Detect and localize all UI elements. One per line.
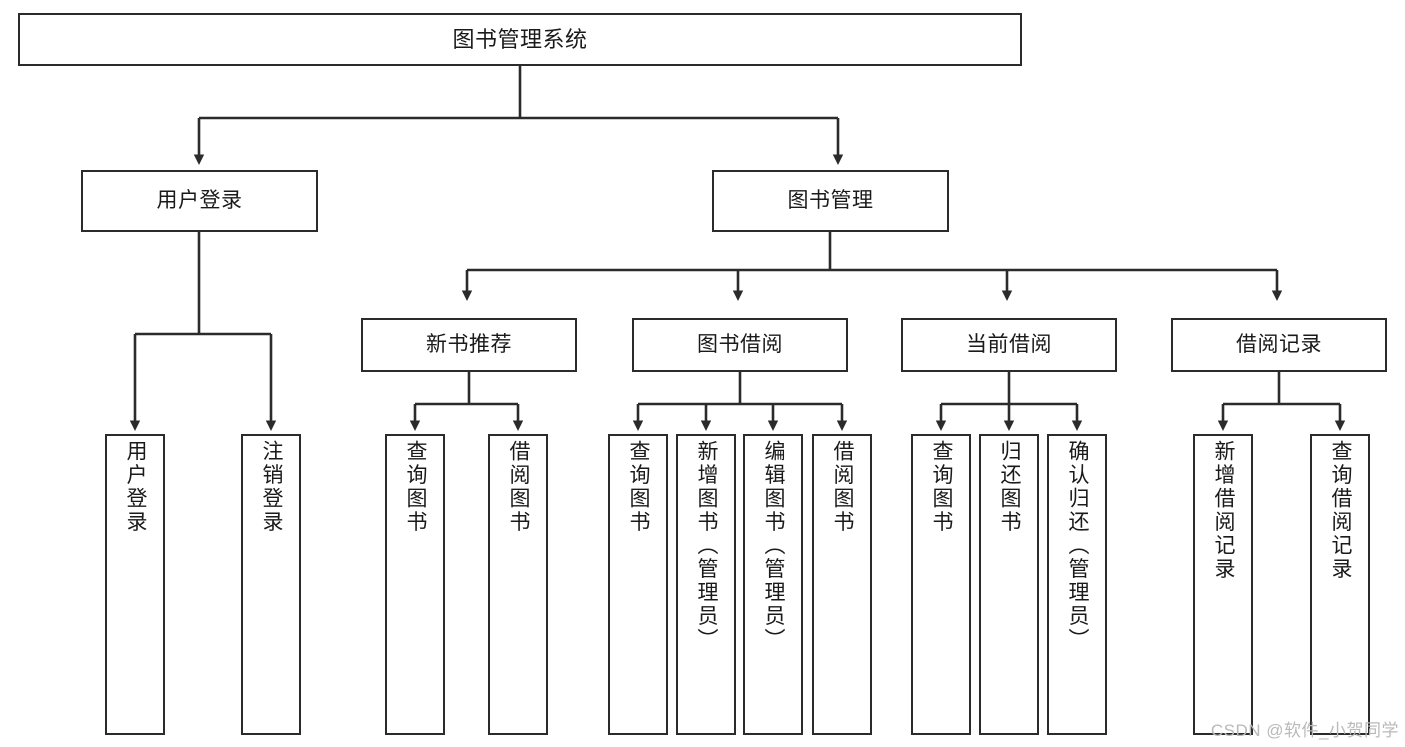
watermark-text: CSDN @软件_小贺同学 [1210,721,1399,740]
node-label: 查询图书 [930,440,954,534]
leaf-query-books-current[interactable]: 查询图书 [911,434,971,735]
leaf-borrow-books-borrowing[interactable]: 借阅图书 [812,434,872,735]
node-label: 用户登录 [156,188,243,212]
leaf-borrow-books-recommendation[interactable]: 借阅图书 [488,434,548,735]
leaf-query-books-recommendation[interactable]: 查询图书 [385,434,445,735]
node-root-book-management-system[interactable]: 图书管理系统 [18,13,1022,66]
node-label: 注销登录 [260,440,284,534]
node-label: 图书管理 [787,188,874,212]
node-label: 图书借阅 [697,332,783,356]
node-borrowing-records[interactable]: 借阅记录 [1171,318,1387,372]
node-label: 新书推荐 [426,332,512,356]
node-current-borrowing[interactable]: 当前借阅 [901,318,1117,372]
node-label: 编辑图书（管理员） [762,440,786,652]
node-label: 借阅图书 [831,440,855,534]
node-book-borrowing[interactable]: 图书借阅 [632,318,848,372]
node-label: 查询图书 [627,440,651,534]
leaf-confirm-return-admin[interactable]: 确认归还（管理员） [1047,434,1107,735]
leaf-query-books-borrowing[interactable]: 查询图书 [608,434,668,735]
node-label: 借阅记录 [1236,332,1322,356]
node-label: 借阅图书 [507,440,531,534]
leaf-return-books[interactable]: 归还图书 [979,434,1039,735]
leaf-add-book-admin[interactable]: 新增图书（管理员） [676,434,736,735]
node-label: 查询借阅记录 [1329,440,1353,581]
leaf-add-borrow-record[interactable]: 新增借阅记录 [1193,434,1253,735]
leaf-user-login[interactable]: 用户登录 [105,434,165,735]
leaf-edit-book-admin[interactable]: 编辑图书（管理员） [743,434,803,735]
node-label: 当前借阅 [966,332,1052,356]
node-label: 归还图书 [998,440,1022,534]
node-book-management[interactable]: 图书管理 [712,170,949,232]
node-new-book-recommendation[interactable]: 新书推荐 [361,318,577,372]
leaf-logout[interactable]: 注销登录 [241,434,301,735]
leaf-query-borrow-record[interactable]: 查询借阅记录 [1310,434,1370,735]
node-label: 图书管理系统 [452,26,588,52]
node-label: 新增借阅记录 [1212,440,1236,581]
node-label: 用户登录 [124,440,148,534]
node-user-login[interactable]: 用户登录 [81,170,318,232]
node-label: 新增图书（管理员） [695,440,719,652]
node-label: 查询图书 [404,440,428,534]
node-label: 确认归还（管理员） [1066,440,1090,652]
